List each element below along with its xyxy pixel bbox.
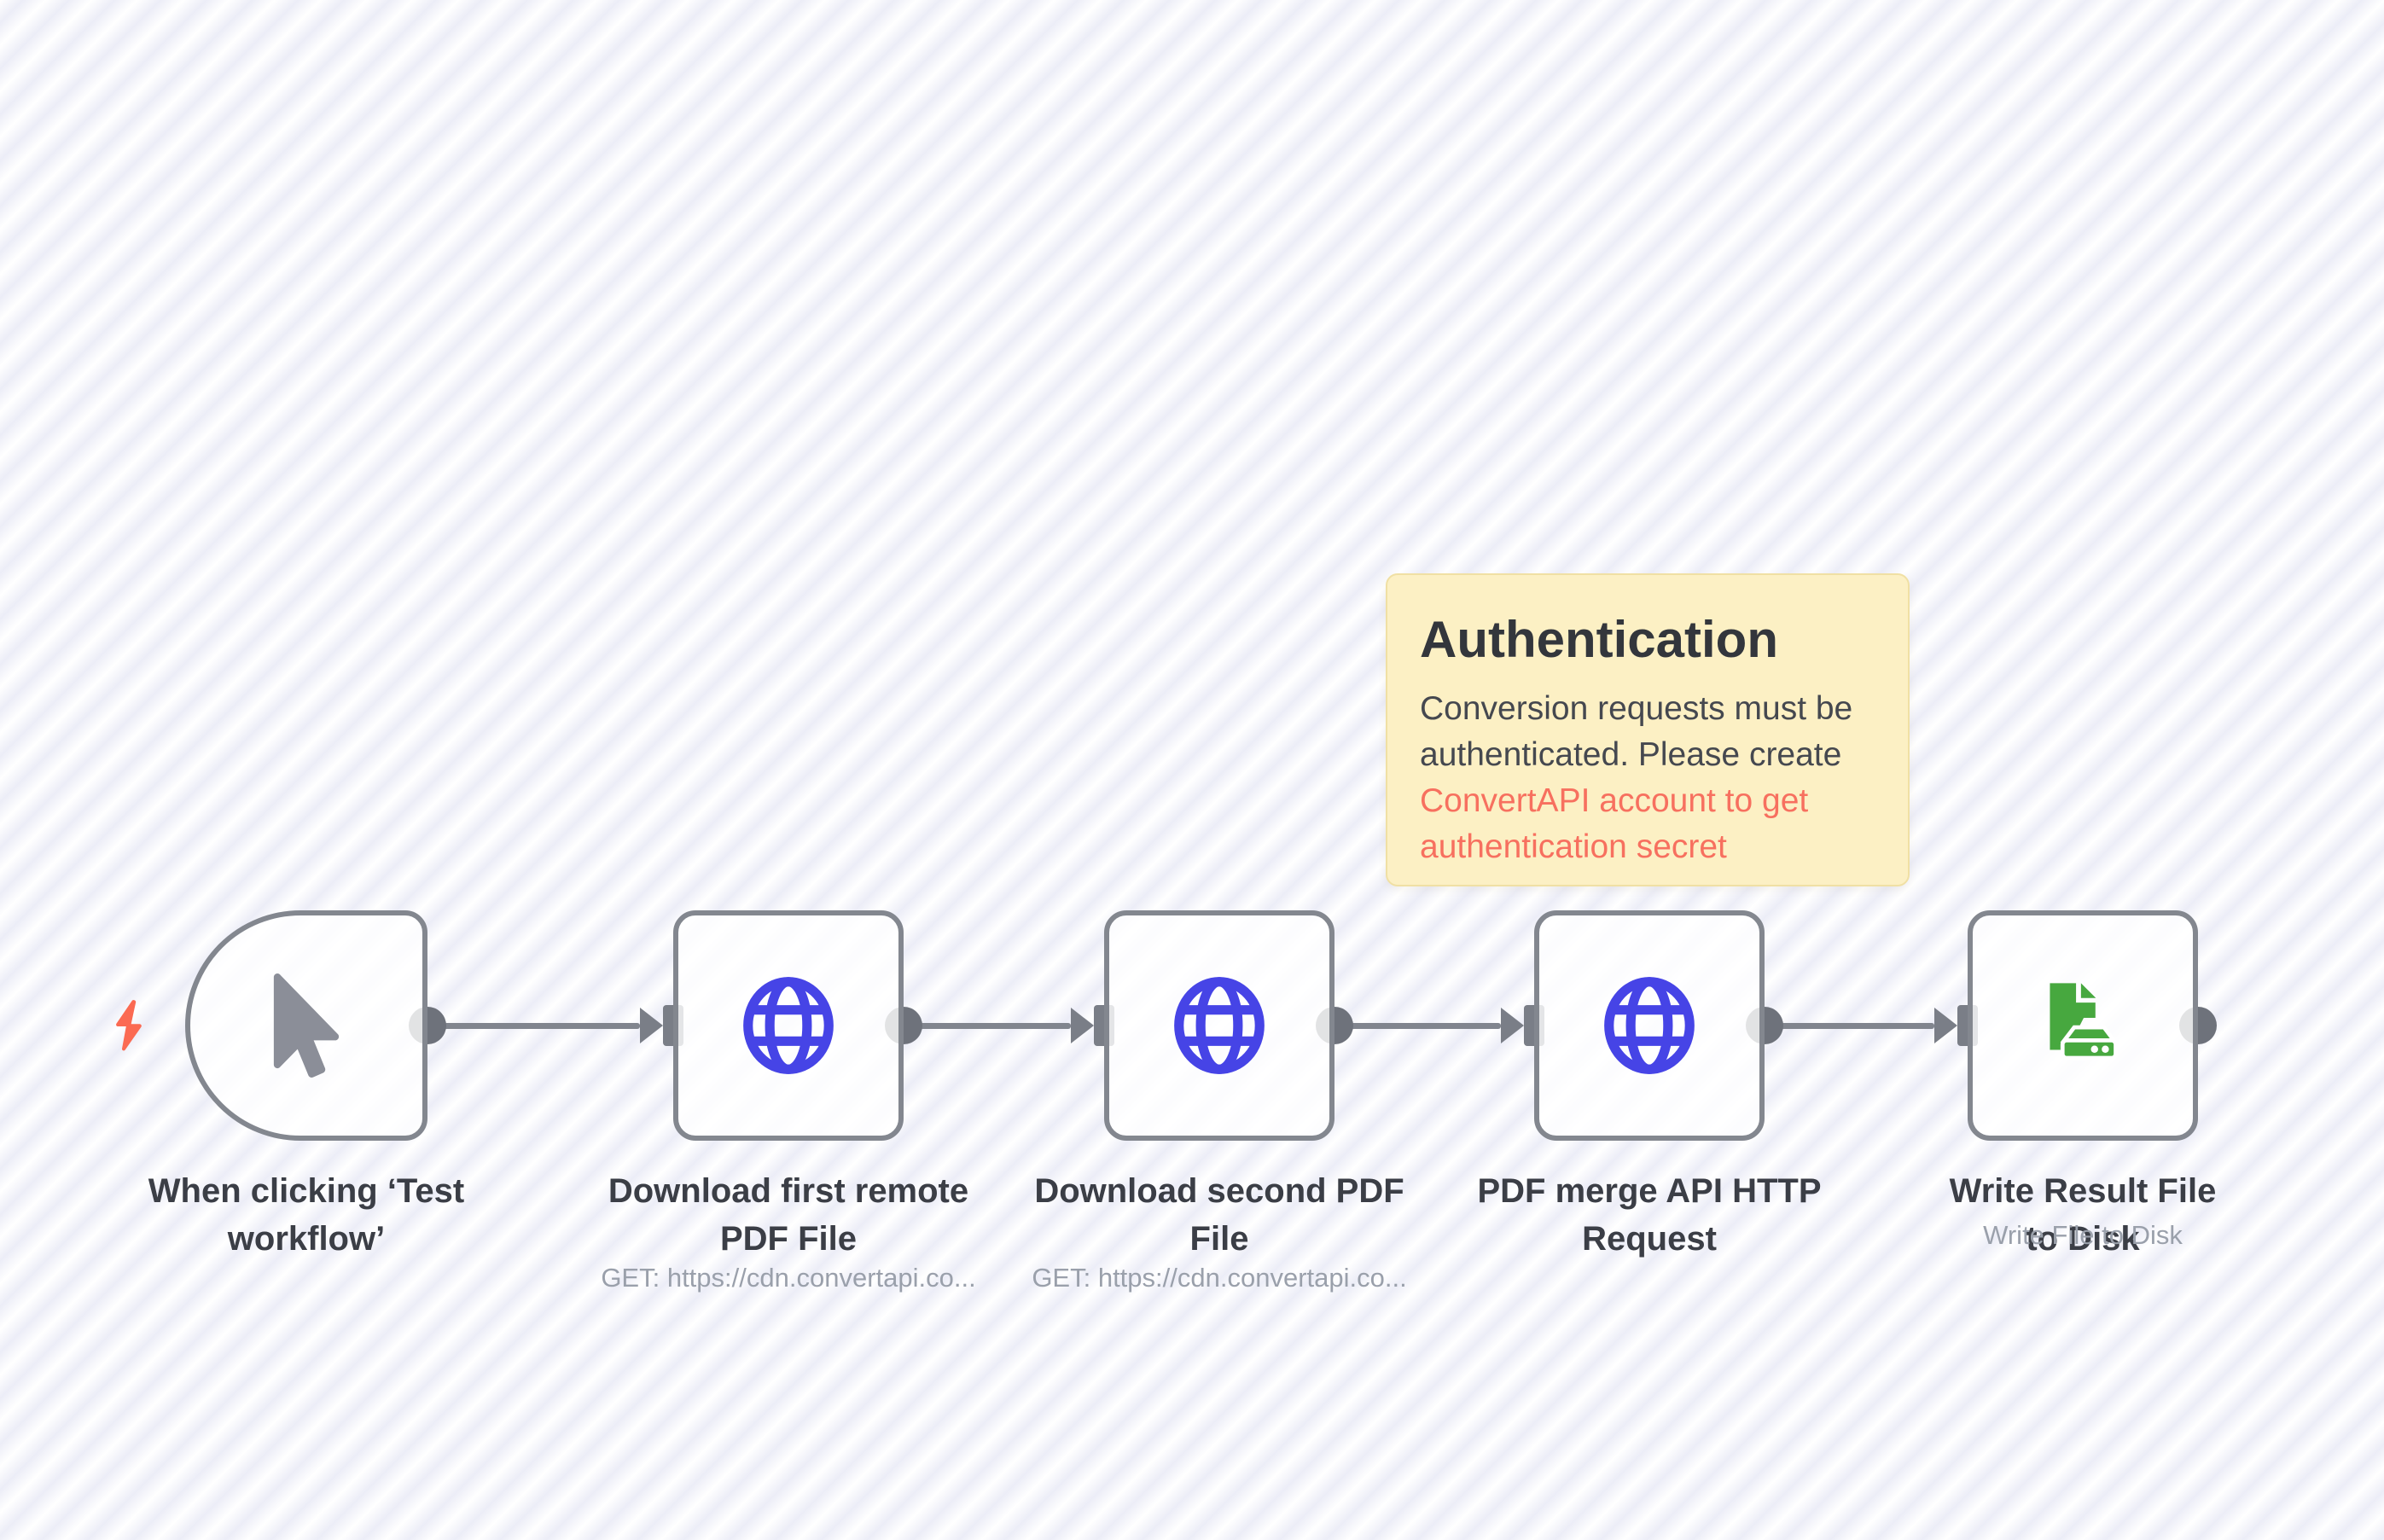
node-download-second-pdf[interactable]	[1104, 910, 1334, 1141]
node-pdf-merge-request[interactable]	[1534, 910, 1765, 1141]
input-arrow-icon	[640, 1008, 663, 1043]
connection-line[interactable]	[904, 1023, 1071, 1029]
node-write-result-file[interactable]	[1968, 910, 2198, 1141]
connection-line[interactable]	[1765, 1023, 1934, 1029]
node-download-first-pdf[interactable]	[673, 910, 904, 1141]
sticky-note-body: Conversion requests must be authenticate…	[1420, 690, 1853, 773]
connection-line[interactable]	[427, 1023, 640, 1029]
node-label: Download first remote PDF File	[608, 1172, 969, 1258]
input-arrow-icon	[1071, 1008, 1094, 1043]
node-label: When clicking ‘Test workflow’	[148, 1172, 465, 1258]
globe-icon	[743, 977, 834, 1074]
convertapi-account-link[interactable]: ConvertAPI account to get authentication…	[1420, 782, 1809, 865]
node-label: PDF merge API HTTP Request	[1477, 1172, 1822, 1258]
globe-icon	[1174, 977, 1265, 1074]
node-label: Write Result File to Disk	[1949, 1172, 2217, 1258]
sticky-note[interactable]: Authentication Conversion requests must …	[1386, 573, 1910, 886]
node-subtitle: Write File to Disk	[1983, 1220, 2183, 1250]
lightning-bolt-icon	[109, 997, 147, 1060]
input-arrow-icon	[1501, 1008, 1524, 1043]
sticky-note-title: Authentication	[1420, 611, 1778, 668]
globe-icon	[1604, 977, 1695, 1074]
node-subtitle: GET: https://cdn.convertapi.co...	[601, 1263, 976, 1293]
input-arrow-icon	[1934, 1008, 1957, 1043]
cursor-icon	[273, 973, 340, 1078]
connection-line[interactable]	[1334, 1023, 1501, 1029]
node-subtitle: GET: https://cdn.convertapi.co...	[1032, 1263, 1407, 1293]
node-label: Download second PDF File	[1034, 1172, 1404, 1258]
file-disk-icon	[2050, 983, 2119, 1061]
node-manual-trigger[interactable]	[185, 910, 427, 1141]
